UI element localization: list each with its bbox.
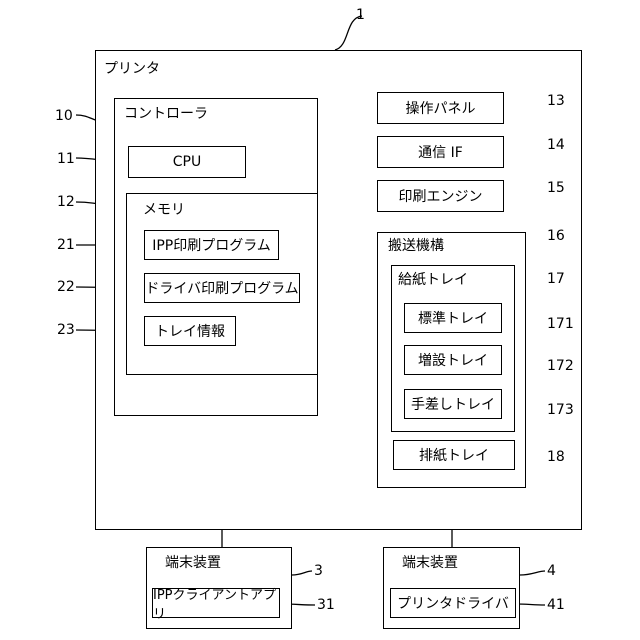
comm-if-ref: 14 (547, 138, 565, 152)
exit-tray-box: 排紙トレイ (393, 440, 515, 470)
printer-driver-ref: 41 (547, 598, 565, 612)
manual-tray-label: 手差しトレイ (411, 394, 495, 414)
tray-info-label: トレイ情報 (155, 321, 225, 341)
manual-tray-box: 手差しトレイ (404, 389, 502, 419)
printer-driver-label: プリンタドライバ (397, 593, 509, 613)
print-engine-ref: 15 (547, 181, 565, 195)
std-tray-label: 標準トレイ (418, 308, 488, 328)
controller-ref: 10 (55, 109, 73, 123)
ipp-client-box: IPPクライアントアプリ (152, 588, 280, 618)
comm-if-label: 通信 IF (418, 142, 463, 162)
memory-ref: 12 (57, 195, 75, 209)
memory-label: メモリ (143, 203, 185, 217)
ipp-program-label: IPP印刷プログラム (152, 235, 271, 255)
ext-tray-label: 増設トレイ (418, 350, 488, 370)
tray-info-ref: 23 (57, 323, 75, 337)
terminal-a-label: 端末装置 (165, 556, 221, 570)
ipp-program-box: IPP印刷プログラム (144, 230, 279, 260)
ipp-client-ref: 31 (317, 598, 335, 612)
manual-tray-ref: 173 (547, 403, 574, 417)
printer-driver-box: プリンタドライバ (390, 588, 516, 618)
driver-program-label: ドライバ印刷プログラム (145, 278, 298, 298)
op-panel-label: 操作パネル (406, 98, 476, 118)
driver-program-ref: 22 (57, 280, 75, 294)
feed-tray-label: 給紙トレイ (398, 273, 468, 287)
cpu-label: CPU (173, 154, 201, 170)
ext-tray-box: 増設トレイ (404, 345, 502, 375)
comm-if-box: 通信 IF (377, 136, 504, 168)
exit-tray-label: 排紙トレイ (419, 445, 489, 465)
ext-tray-ref: 172 (547, 359, 574, 373)
print-engine-box: 印刷エンジン (377, 180, 504, 212)
cpu-box: CPU (128, 146, 246, 178)
printer-ref: 1 (356, 8, 365, 22)
terminal-a-ref: 3 (314, 564, 323, 578)
std-tray-box: 標準トレイ (404, 303, 502, 333)
cpu-ref: 11 (57, 152, 75, 166)
terminal-b-ref: 4 (547, 564, 556, 578)
exit-tray-ref: 18 (547, 450, 565, 464)
tray-info-box: トレイ情報 (144, 316, 236, 346)
printer-label: プリンタ (104, 62, 160, 76)
controller-label: コントローラ (124, 107, 208, 121)
print-engine-label: 印刷エンジン (399, 186, 483, 206)
std-tray-ref: 171 (547, 317, 574, 331)
feed-tray-ref: 17 (547, 272, 565, 286)
op-panel-box: 操作パネル (377, 92, 504, 124)
transport-ref: 16 (547, 229, 565, 243)
transport-label: 搬送機構 (388, 239, 444, 253)
terminal-b-label: 端末装置 (402, 556, 458, 570)
ipp-program-ref: 21 (57, 238, 75, 252)
op-panel-ref: 13 (547, 94, 565, 108)
driver-program-box: ドライバ印刷プログラム (144, 273, 300, 303)
ipp-client-label: IPPクライアントアプリ (153, 584, 279, 622)
